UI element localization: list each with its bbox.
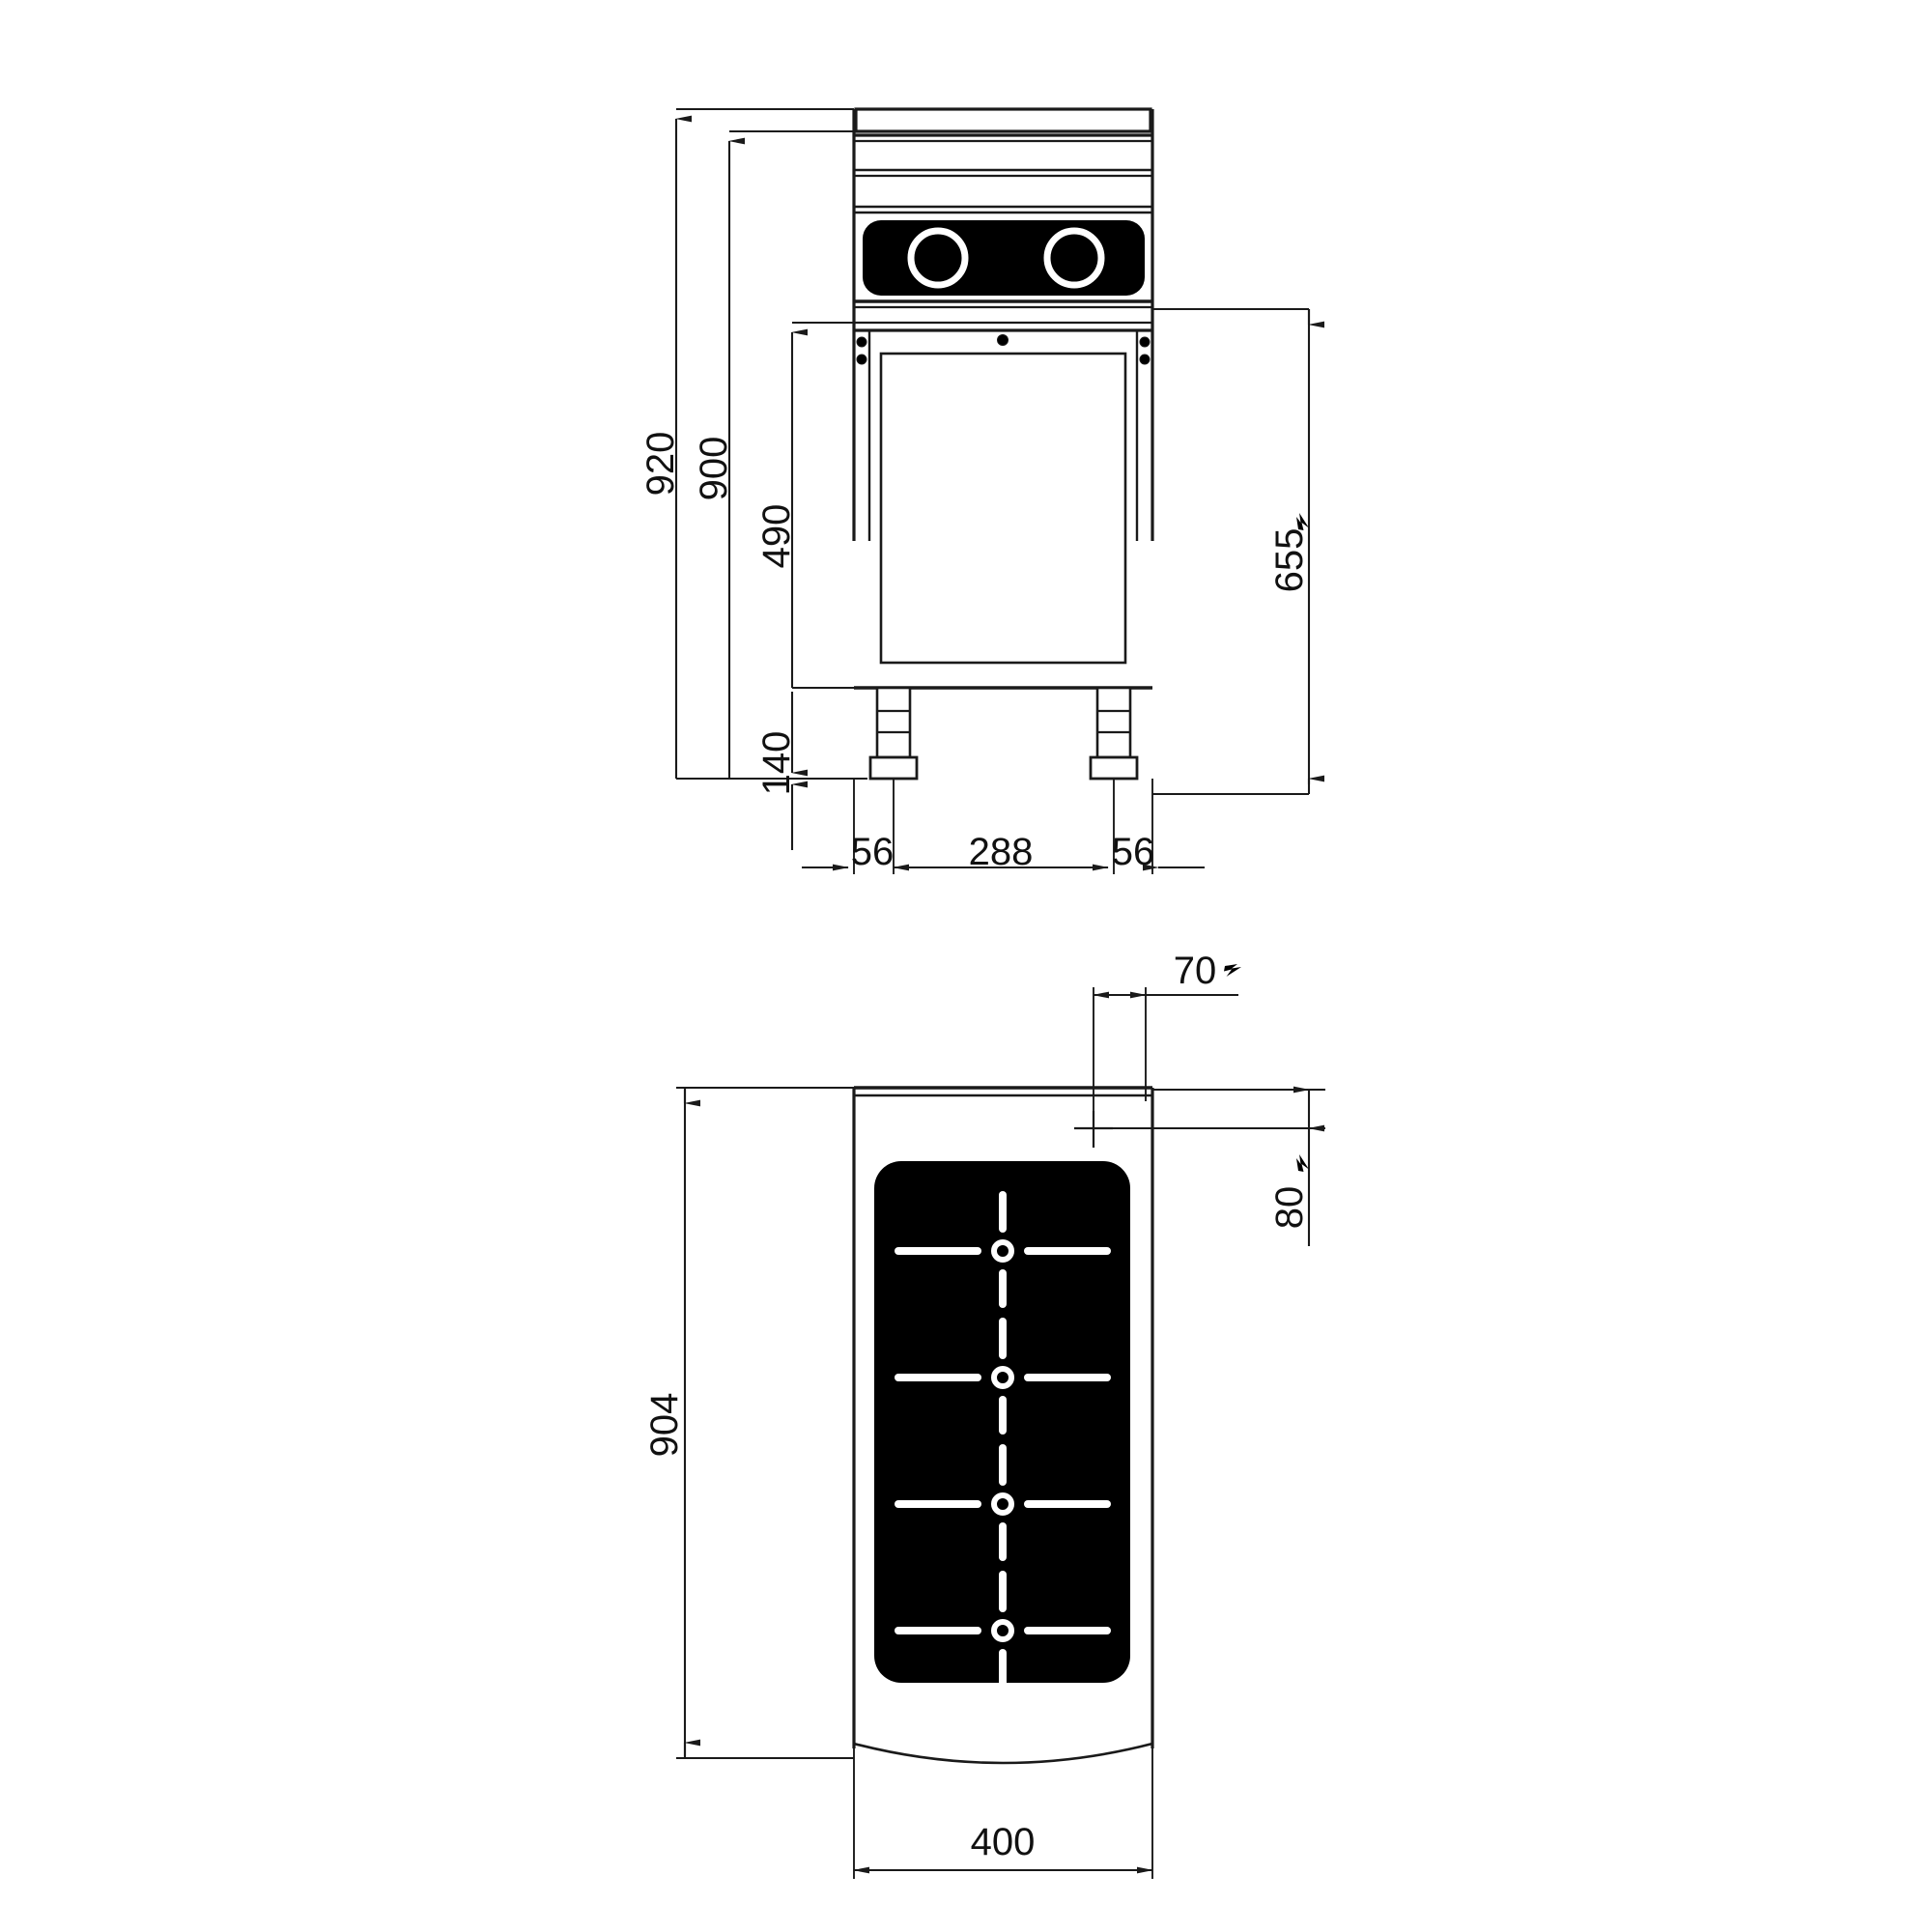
fastener-dot-left-lower — [856, 354, 867, 365]
cooking-zone-markers — [895, 1191, 1111, 1687]
cooking-zone-marker-2 — [895, 1318, 1111, 1435]
dimension-label-400: 400 — [971, 1821, 1036, 1863]
control-knob-right[interactable] — [1043, 227, 1105, 289]
fastener-dot-left-upper — [856, 336, 867, 348]
leg-left-foot — [868, 755, 919, 781]
control-knob-left[interactable] — [907, 227, 969, 289]
plan-top-view: 70 — [643, 950, 1325, 1879]
fastener-dot-right-upper — [1139, 336, 1151, 348]
leg-right-foot — [1089, 755, 1139, 781]
dimension-label-904: 904 — [643, 1393, 686, 1458]
adjustable-leg-right — [1089, 686, 1139, 781]
front-extension-lines — [676, 108, 1309, 795]
dimension-label-288: 288 — [969, 831, 1034, 873]
cabinet-door-panel[interactable] — [879, 352, 1127, 665]
dimension-label-56-right: 56 — [1112, 831, 1155, 873]
leg-right-shaft — [1095, 686, 1132, 759]
dimension-label-80: 80 — [1268, 1186, 1311, 1230]
leg-left-shaft — [875, 686, 912, 759]
cooking-zone-marker-3 — [895, 1444, 1111, 1561]
dimension-label-655: 655 — [1268, 528, 1311, 593]
dimension-label-920: 920 — [639, 432, 682, 497]
cooking-zone-marker-4 — [895, 1571, 1111, 1687]
front-dimension-lines — [674, 115, 1324, 850]
front-elevation-view: 920 900 490 140 655 56 288 56 — [639, 107, 1324, 874]
fastener-dot-right-lower — [1139, 354, 1151, 365]
plan-front-edge — [853, 1742, 1153, 1765]
front-leg-extension-lines — [853, 779, 1153, 874]
worktop-top-rail — [854, 107, 1152, 133]
dimension-label-56-left: 56 — [851, 831, 895, 873]
top-400-extension-lines — [853, 1748, 1153, 1879]
control-panel — [863, 220, 1145, 296]
cooking-zone-marker-1 — [895, 1191, 1111, 1308]
dimension-label-140: 140 — [755, 731, 798, 796]
dimension-label-900: 900 — [693, 437, 735, 501]
dimension-label-490: 490 — [755, 504, 798, 569]
front-appliance-body — [852, 107, 1154, 781]
adjustable-leg-left — [868, 686, 919, 781]
fastener-dot-centre — [997, 334, 1009, 346]
top-904-extension-lines — [676, 1087, 854, 1759]
dimension-label-70: 70 — [1174, 950, 1217, 992]
